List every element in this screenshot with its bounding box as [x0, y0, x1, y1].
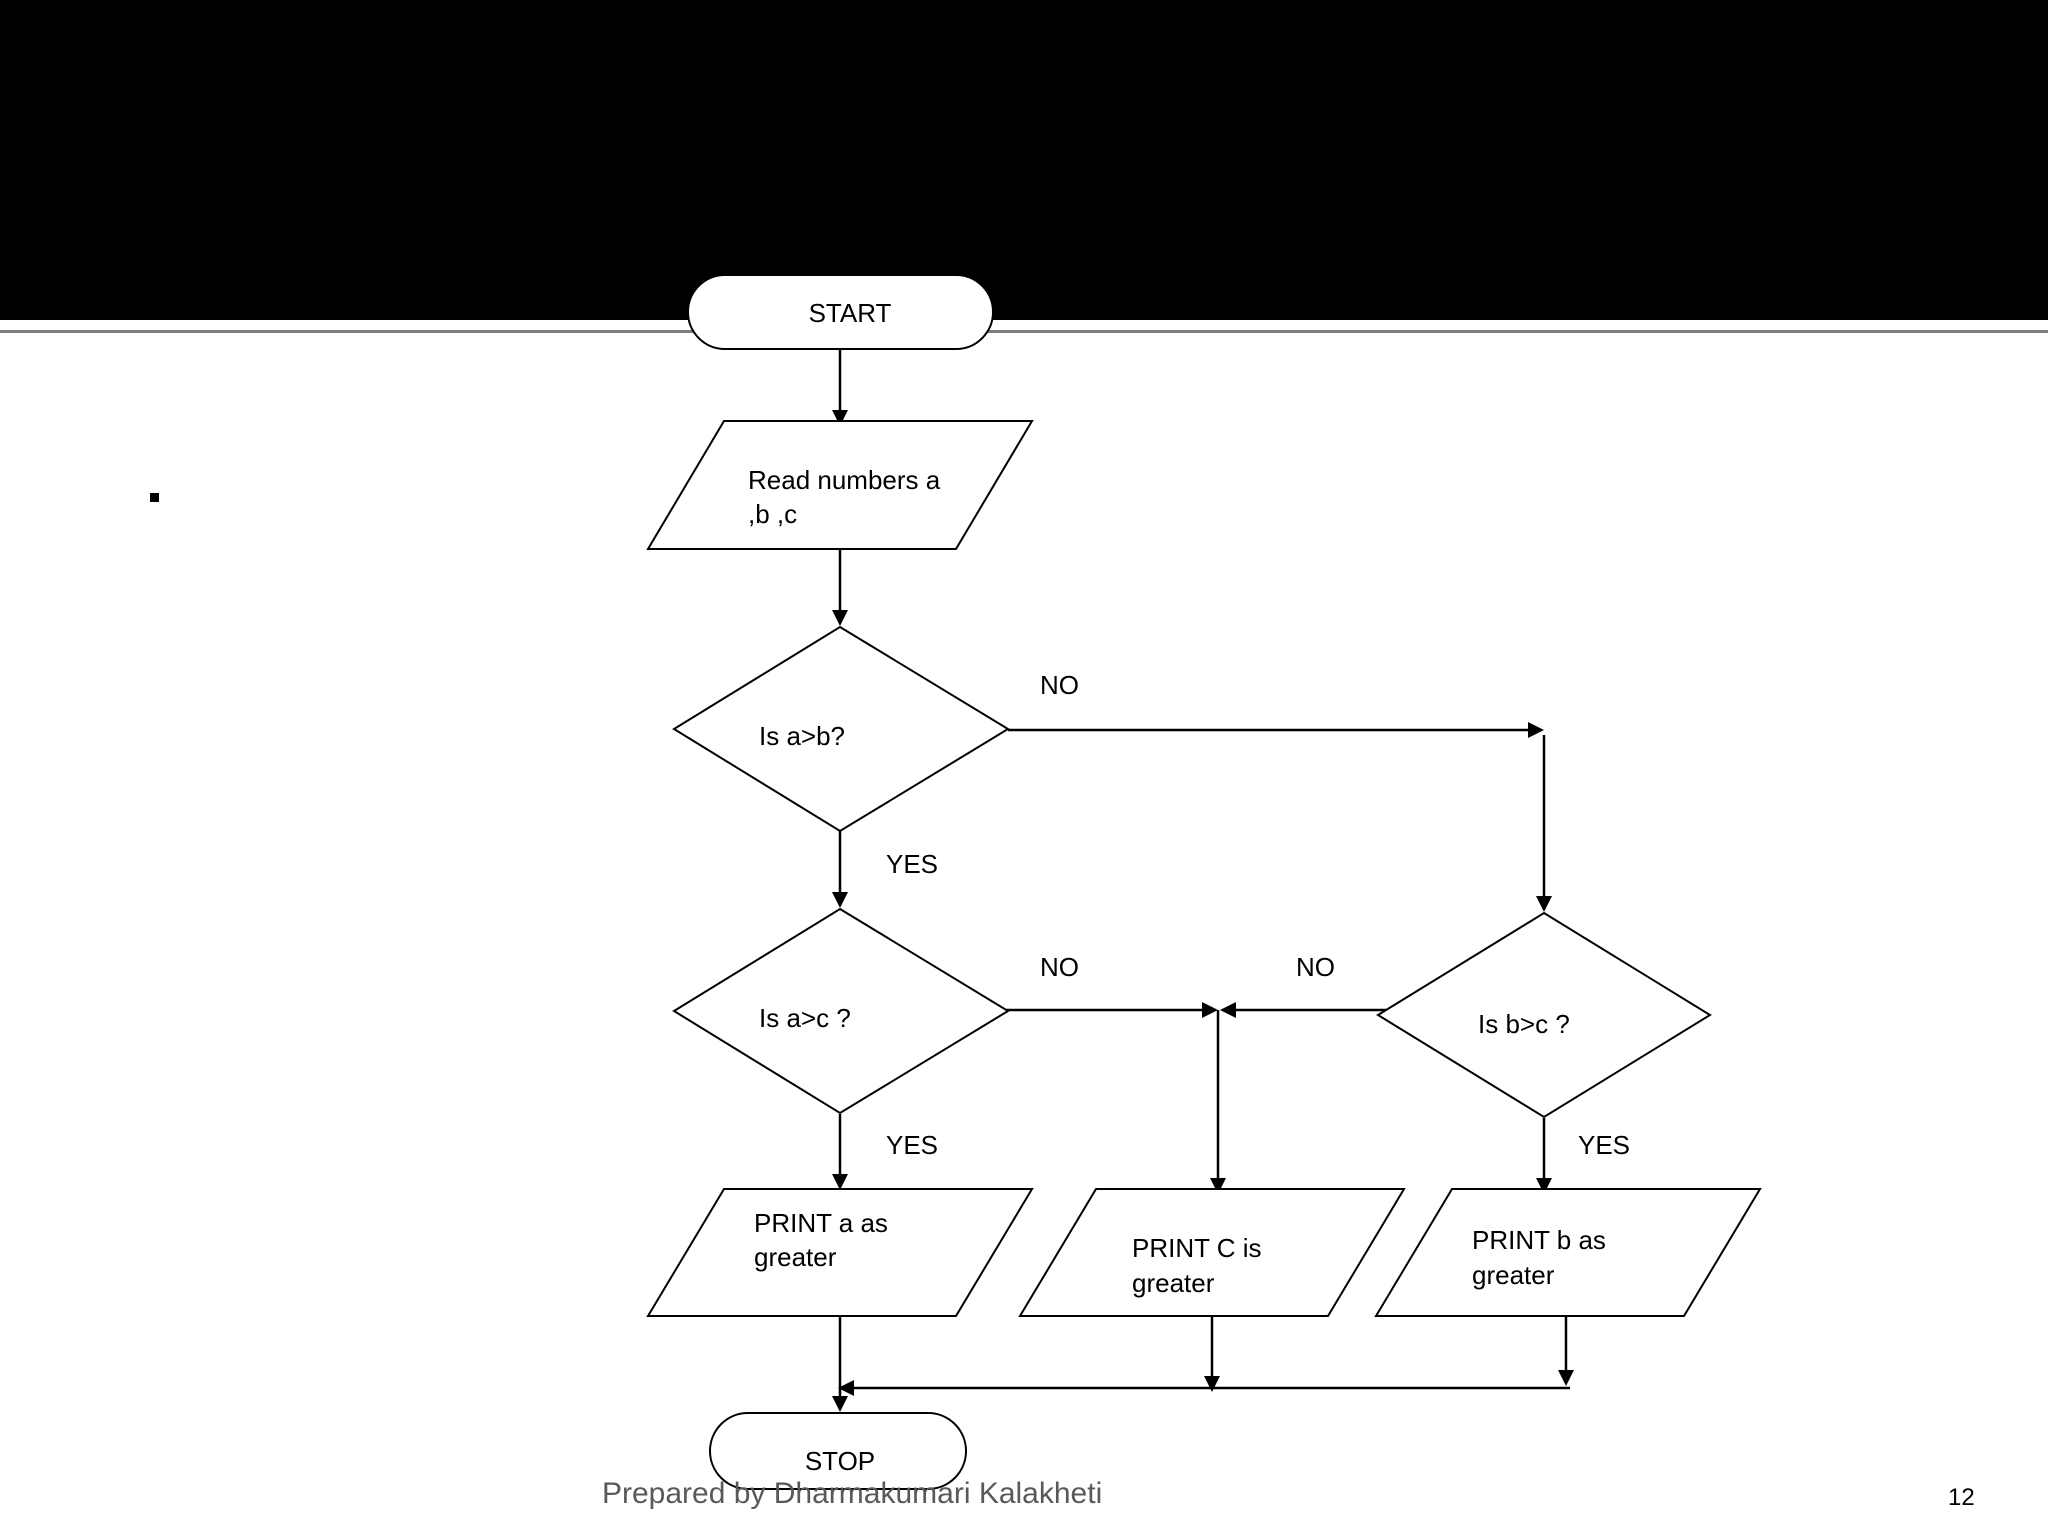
arrowhead	[1536, 896, 1552, 912]
start-label: START	[809, 298, 892, 328]
print-a-line2: greater	[754, 1242, 837, 1272]
decision-ab-diamond	[672, 625, 1010, 833]
arrowhead	[838, 1380, 854, 1396]
arrowhead	[1204, 1376, 1220, 1392]
edge-label-ab-yes: YES	[886, 849, 938, 879]
decision-bc-label: Is b>c ?	[1478, 1009, 1570, 1039]
arrowhead	[1210, 1178, 1226, 1194]
node-decision-ac: Is a>c ?	[672, 907, 1010, 1115]
decision-ac-label: Is a>c ?	[759, 1003, 851, 1033]
print-b-line2: greater	[1472, 1260, 1555, 1290]
arrowhead	[1536, 1178, 1552, 1194]
decision-ab-label: Is a>b?	[759, 721, 845, 751]
arrowhead	[832, 410, 848, 426]
edge-labels: NO YES NO NO YES YES	[886, 670, 1630, 1160]
node-print-a: PRINT a as greater	[646, 1188, 1034, 1317]
edge-label-ac-no: NO	[1040, 952, 1079, 982]
print-c-line2: greater	[1132, 1268, 1215, 1298]
read-label-line2: ,b ,c	[748, 499, 797, 529]
print-a-parallelogram	[646, 1188, 1034, 1317]
arrowhead	[832, 1396, 848, 1412]
bullet-marker	[150, 493, 159, 502]
node-decision-bc: Is b>c ?	[1376, 911, 1712, 1119]
arrowhead	[1202, 1002, 1218, 1018]
read-parallelogram	[646, 420, 1034, 550]
connectors	[832, 350, 1574, 1412]
start-terminal	[687, 274, 994, 350]
title-bar	[0, 0, 2048, 320]
node-read-input: Read numbers a ,b ,c	[646, 420, 1034, 550]
edge-label-bc-yes: YES	[1578, 1130, 1630, 1160]
decision-ac-diamond	[672, 907, 1010, 1115]
title-divider	[0, 330, 2048, 333]
stop-terminal	[709, 1412, 967, 1490]
print-a-line1: PRINT a as	[754, 1208, 888, 1238]
node-decision-ab: Is a>b?	[672, 625, 1010, 833]
node-start: START	[687, 274, 994, 350]
edge-label-ac-yes: YES	[886, 1130, 938, 1160]
arrowhead	[1528, 722, 1544, 738]
footer-credit: Prepared by Dharmakumari Kalakheti	[602, 1477, 1102, 1510]
print-b-parallelogram	[1374, 1188, 1762, 1317]
node-stop: STOP	[709, 1412, 967, 1490]
read-label-line1: Read numbers a	[748, 465, 941, 495]
arrowhead	[1558, 1370, 1574, 1386]
arrowhead	[1220, 1002, 1236, 1018]
edge-label-bc-no: NO	[1296, 952, 1335, 982]
decision-bc-diamond	[1376, 911, 1712, 1119]
node-print-b: PRINT b as greater	[1374, 1188, 1762, 1317]
stop-label: STOP	[805, 1446, 875, 1476]
arrowhead	[832, 1174, 848, 1190]
print-b-line1: PRINT b as	[1472, 1225, 1606, 1255]
page-number: 12	[1948, 1484, 1975, 1511]
node-print-c: PRINT C is greater	[1018, 1188, 1406, 1317]
arrowhead	[832, 610, 848, 626]
print-c-line1: PRINT C is	[1132, 1233, 1262, 1263]
arrowhead	[832, 892, 848, 908]
print-c-parallelogram	[1018, 1188, 1406, 1317]
edge-label-ab-no: NO	[1040, 670, 1079, 700]
